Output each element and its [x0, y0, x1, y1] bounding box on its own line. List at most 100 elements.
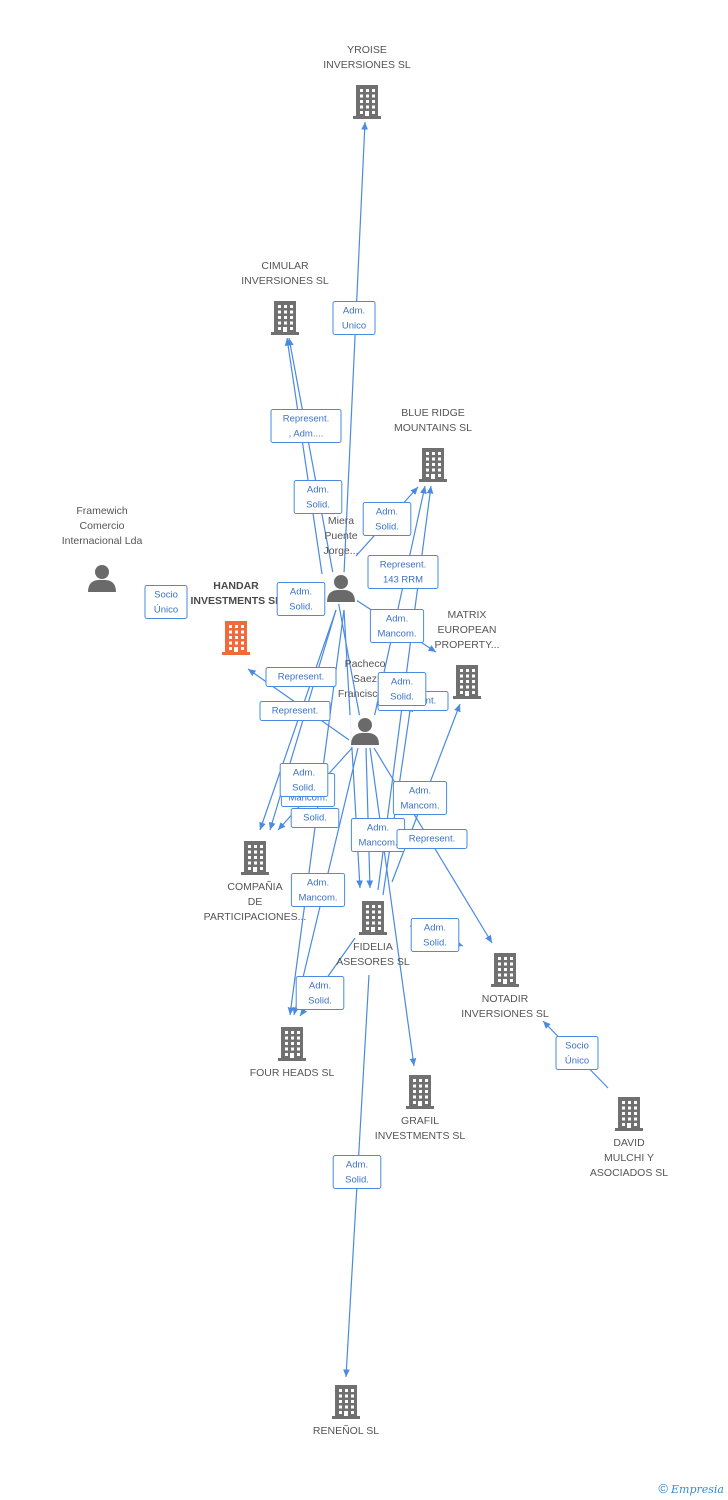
building-icon — [453, 665, 481, 699]
node-yroise[interactable]: YROISE INVERSIONES SL — [323, 44, 411, 119]
relation-label-text: Adm. — [293, 768, 315, 779]
relation-label-box — [295, 976, 345, 1010]
relation-label-text: Represent. — [409, 834, 455, 845]
relation-label-miera-cimular[interactable]: Represent., Adm.... — [270, 409, 342, 443]
node-label: Framewich — [76, 505, 128, 517]
building-icon — [241, 841, 269, 875]
building-icon — [615, 1097, 643, 1131]
relation-label-text: Represent. — [380, 560, 426, 571]
relation-label-text: Solid. — [292, 783, 316, 794]
relation-label-text: Solid. — [306, 500, 330, 511]
brand-name: Empresia — [671, 1483, 724, 1496]
relation-label-miera-compania[interactable]: Represent. — [259, 701, 331, 721]
building-icon — [222, 621, 250, 655]
node-label: FIDELIA — [353, 941, 393, 953]
relation-label-pacheco-blueridge[interactable]: Represent. 143 RRM — [367, 555, 439, 589]
copyright-credit: ©Empresia — [658, 1481, 724, 1496]
relation-label-text: Unico — [342, 321, 366, 332]
node-label: Saez — [353, 673, 377, 685]
node-label: INVERSIONES SL — [323, 59, 411, 71]
edge-miera-to-yroise — [343, 121, 369, 575]
relation-label-text: 143 RRM — [383, 575, 423, 586]
relation-label-text: Adm. — [346, 1160, 368, 1171]
relation-label-text: Solid. — [345, 1175, 369, 1186]
node-label: Miera — [328, 515, 354, 527]
relation-label-text: Adm. — [309, 981, 331, 992]
relation-label-pacheco-fourheads[interactable]: Solid. — [290, 808, 340, 828]
node-label: CIMULAR — [261, 260, 309, 272]
relation-label-text: Solid. — [303, 813, 327, 824]
relation-label-pacheco-compania[interactable]: Adm. Solid. — [279, 763, 329, 797]
node-compania[interactable]: COMPAÑIADEPARTICIPACIONES... — [204, 841, 307, 923]
relation-label-fidelia-matrix[interactable]: Adm.Mancom. — [392, 781, 448, 815]
relation-label-box — [377, 672, 427, 706]
relation-label-box — [293, 480, 343, 514]
relation-label-miera-fourheads[interactable]: Adm.Solid. — [276, 582, 326, 616]
building-icon — [419, 448, 447, 482]
building-icon — [278, 1027, 306, 1061]
node-label: FOUR HEADS SL — [250, 1067, 335, 1079]
node-label: MOUNTAINS SL — [394, 422, 472, 434]
relation-label-text: Represent. — [272, 706, 318, 717]
relation-label-pacheco-notadir[interactable]: Represent. — [396, 829, 468, 849]
node-label: BLUE RIDGE — [401, 407, 465, 419]
relation-label-box — [332, 1155, 382, 1189]
node-label: DAVID — [613, 1137, 645, 1149]
relation-label-box — [276, 582, 326, 616]
relation-label-fidelia-renenol[interactable]: Adm. Solid. — [332, 1155, 382, 1189]
edge-pacheco-to-cimular — [287, 337, 361, 719]
relation-label-text: Socio — [154, 590, 178, 601]
relation-label-box — [392, 781, 448, 815]
relation-label-box — [367, 555, 439, 589]
relation-label-text: Único — [565, 1056, 589, 1067]
node-miera[interactable]: MieraPuenteJorge... — [323, 515, 359, 604]
relation-label-fidelia-fourheads[interactable]: Adm.Solid. — [295, 976, 345, 1010]
node-label: YROISE — [347, 44, 387, 56]
node-label: EUROPEAN — [438, 624, 497, 636]
node-matrix[interactable]: MATRIX EUROPEAN PROPERTY... — [435, 609, 500, 699]
node-cimular[interactable]: CIMULAR INVERSIONES SL — [241, 260, 329, 335]
relation-label-miera-matrix[interactable]: Adm.Mancom. — [369, 609, 425, 643]
relation-label-pacheco-cimular[interactable]: Adm. Solid. — [293, 480, 343, 514]
relation-label-miera-yroise[interactable]: Adm.Unico — [332, 301, 376, 335]
node-pacheco[interactable]: PachecoSaezFrancisco... — [338, 658, 392, 747]
person-icon — [351, 718, 379, 745]
node-blueridge[interactable]: BLUE RIDGE MOUNTAINS SL — [394, 407, 472, 482]
node-label: Internacional Lda — [62, 535, 143, 547]
relation-label-miera-fidelia[interactable]: Adm.Mancom. — [290, 873, 346, 907]
relation-label-text: Adm. — [376, 507, 398, 518]
relation-label-text: Solid. — [423, 938, 447, 949]
building-icon — [271, 301, 299, 335]
edge-miera-to-cimular — [284, 337, 323, 575]
node-fourheads[interactable]: FOUR HEADS SL — [250, 1027, 335, 1079]
node-label: INVERSIONES SL — [241, 275, 329, 287]
relation-label-miera-blueridge[interactable]: Adm. Solid. — [362, 502, 412, 536]
relation-label-box — [265, 667, 337, 687]
relation-label-box — [369, 609, 425, 643]
relation-label-text: Solid. — [375, 522, 399, 533]
relation-label-fidelia-blueridge[interactable]: Adm. Solid. — [377, 672, 427, 706]
relation-label-pacheco-handar[interactable]: Represent. — [265, 667, 337, 687]
building-icon — [491, 953, 519, 987]
relation-label-fidelia-notadir[interactable]: Adm.Solid. — [410, 918, 460, 952]
node-label: PROPERTY... — [435, 639, 500, 651]
relation-label-text: Adm. — [391, 677, 413, 688]
node-label: Comercio — [80, 520, 125, 532]
relation-label-text: Adm. — [307, 485, 329, 496]
node-renenol[interactable]: RENEÑOL SL — [313, 1385, 379, 1437]
relation-label-text: Mancom. — [400, 801, 439, 812]
relation-label-text: Mancom. — [288, 793, 327, 804]
relation-label-text: Solid. — [390, 692, 414, 703]
node-label: MATRIX — [448, 609, 487, 621]
person-icon — [88, 565, 116, 592]
relation-label-box — [290, 808, 340, 828]
relation-label-text: Mancom. — [377, 629, 416, 640]
